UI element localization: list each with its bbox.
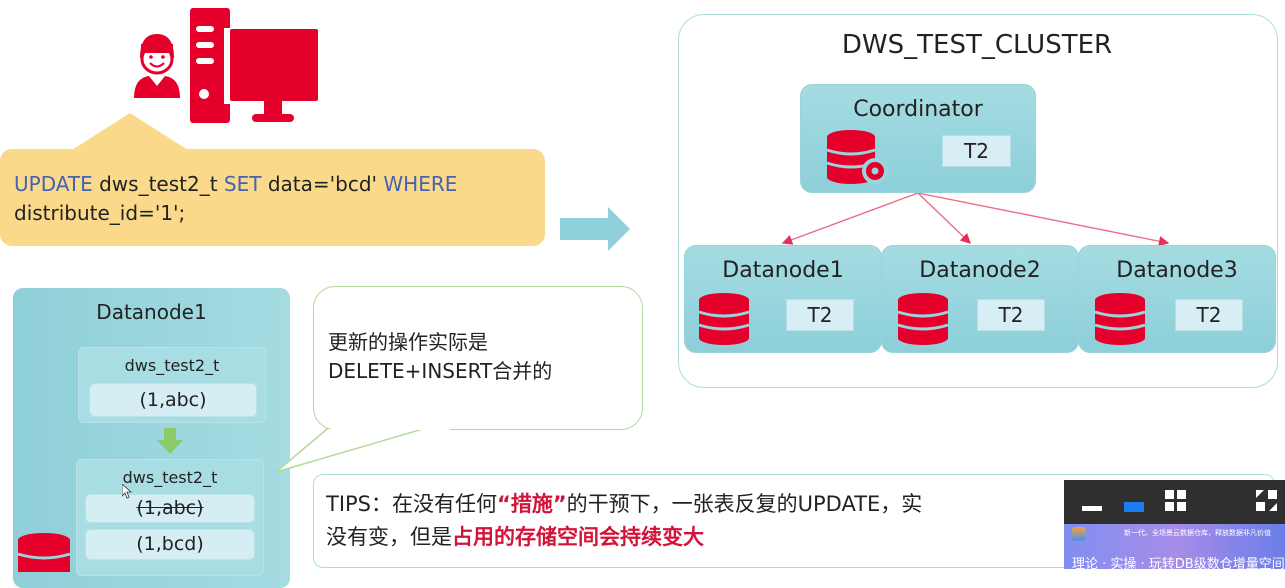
- tips-highlight-measures: “措施”: [497, 492, 567, 516]
- database-icon: [698, 293, 750, 345]
- database-icon: [17, 533, 71, 572]
- datanode3-node: Datanode3 T2: [1078, 245, 1276, 353]
- link-to-datanode1: [781, 192, 919, 245]
- tips-text: TIPS：在没有任何“措施”的干预下，一张表反复的UPDATE，实 没有变，但是…: [326, 488, 922, 554]
- right-arrow-icon: [560, 207, 630, 251]
- coordinator-table-t2: T2: [942, 135, 1011, 167]
- tips-middle: 的干预下，一张表反复的UPDATE，实: [566, 492, 923, 516]
- tips-highlight-storage: 占用的存储空间会持续变大: [452, 525, 704, 549]
- link-to-datanode2: [917, 192, 971, 244]
- tips-prefix: TIPS：在没有任何: [326, 492, 498, 516]
- link-to-datanode3: [917, 192, 1170, 247]
- speech-bubble-text: 更新的操作实际是 DELETE+INSERT合并的: [328, 328, 552, 386]
- user-icon: [134, 34, 180, 98]
- video-caption: 新一代、全场景云数据仓库，释放数据非凡价值: [1124, 529, 1271, 537]
- fullscreen-button[interactable]: [1256, 490, 1278, 512]
- deleted-table-row: (1,abc): [85, 494, 255, 523]
- bubble-line2: DELETE+INSERT合并的: [328, 359, 553, 383]
- sql-keyword-update: UPDATE: [14, 172, 93, 196]
- sql-keyword-set: SET: [223, 172, 262, 196]
- sql-condition: distribute_id='1';: [14, 201, 186, 225]
- table-before-update: dws_test2_t (1,abc): [78, 347, 266, 423]
- speech-bubble-tail: [275, 423, 441, 473]
- datanode2-node: Datanode2 T2: [881, 245, 1079, 353]
- sql-callout-pointer: [72, 113, 188, 150]
- datanode3-table-t2: T2: [1175, 299, 1243, 331]
- speech-bubble: [313, 286, 643, 430]
- computer-icon: [190, 8, 318, 123]
- mouse-cursor-icon: [122, 484, 132, 499]
- down-arrow-icon: [157, 428, 183, 454]
- video-subtitle: 理论 · 实操 · 玩转DB级数仓增量空间管控: [1072, 557, 1285, 569]
- sql-assign: data='bcd': [261, 172, 384, 196]
- table-after-update: dws_test2_t (1,abc) (1,bcd): [76, 459, 264, 576]
- small-window-button[interactable]: [1124, 502, 1144, 512]
- cluster-title: DWS_TEST_CLUSTER: [841, 30, 1113, 60]
- grid-layout-button[interactable]: [1165, 490, 1187, 512]
- floating-video-window[interactable]: 新一代、全场景云数据仓库，释放数据非凡价值 理论 · 实操 · 玩转DB级数仓增…: [1064, 480, 1285, 569]
- speech-bubble-tail-cover: [330, 425, 450, 430]
- tips-line2-prefix: 没有变，但是: [326, 525, 452, 549]
- coordinator-node: Coordinator T2: [800, 84, 1036, 193]
- datanode1-table-t2: T2: [786, 299, 854, 331]
- datanode1-node: Datanode1 T2: [684, 245, 882, 353]
- video-preview[interactable]: 新一代、全场景云数据仓库，释放数据非凡价值 理论 · 实操 · 玩转DB级数仓增…: [1064, 524, 1285, 569]
- inserted-table-row: (1,bcd): [85, 529, 255, 560]
- bubble-line1: 更新的操作实际是: [328, 330, 488, 354]
- database-gear-icon: [826, 130, 888, 184]
- database-icon: [897, 293, 949, 345]
- coordinator-label: Coordinator: [853, 97, 983, 122]
- coordinator-links: [781, 192, 1170, 247]
- table-row: (1,abc): [89, 383, 257, 417]
- table-name: dws_test2_t: [122, 468, 218, 487]
- datanode2-table-t2: T2: [977, 299, 1045, 331]
- datanode3-label: Datanode3: [1116, 258, 1238, 283]
- database-icon: [1094, 293, 1146, 345]
- minimize-button[interactable]: [1082, 506, 1102, 511]
- sql-table: dws_test2_t: [92, 172, 224, 196]
- sql-statement: UPDATE dws_test2_t SET data='bcd' WHERE …: [14, 170, 457, 228]
- datanode1-label: Datanode1: [722, 258, 844, 283]
- table-name: dws_test2_t: [124, 356, 220, 375]
- datanode1-detail-title: Datanode1: [96, 300, 207, 324]
- video-toolbar: [1064, 480, 1285, 524]
- datanode2-label: Datanode2: [919, 258, 1041, 283]
- logo-icon: [1072, 527, 1086, 541]
- sql-keyword-where: WHERE: [383, 172, 458, 196]
- sql-callout: [0, 149, 545, 246]
